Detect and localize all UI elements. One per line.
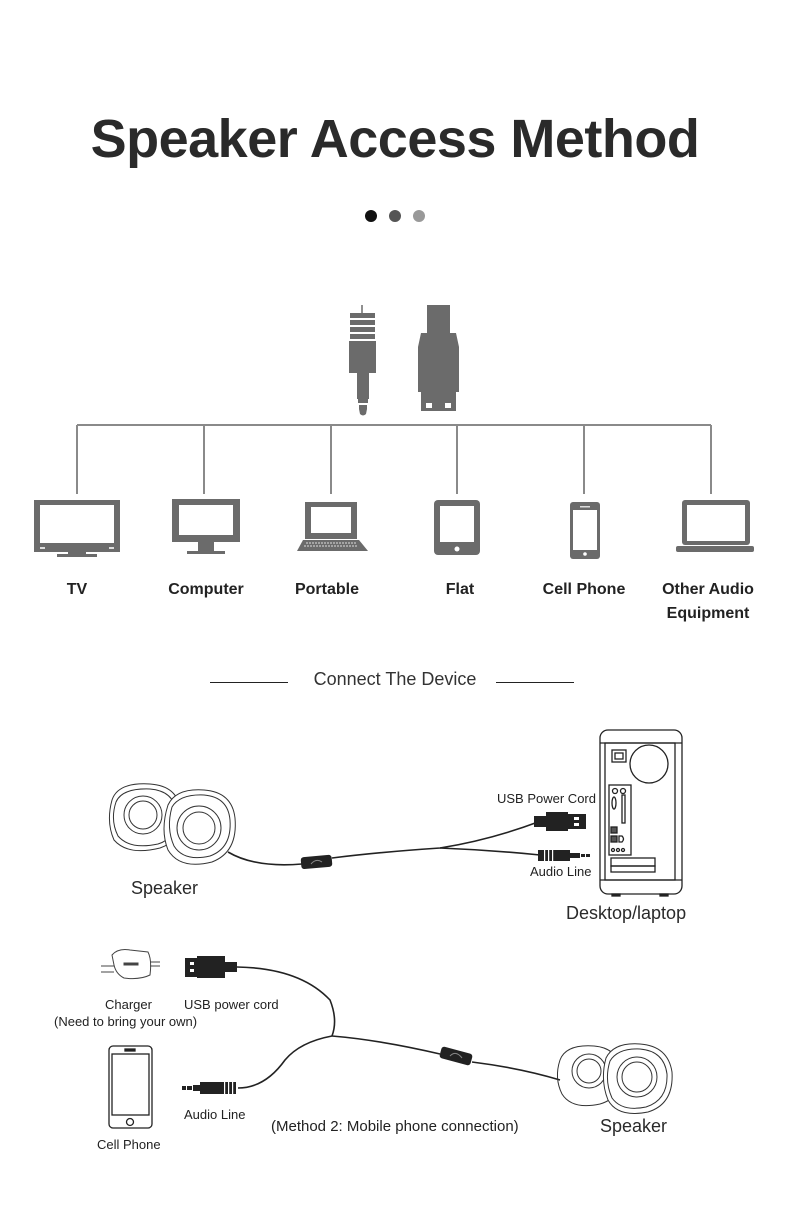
audio-line-label: Audio Line	[184, 1107, 246, 1122]
charger-label: Charger	[105, 997, 152, 1012]
audio-jack-icon	[349, 305, 376, 416]
device-label-cell-phone: Cell Phone	[542, 581, 626, 598]
speaker-illustration	[556, 1043, 673, 1114]
usb-plug-icon	[418, 305, 459, 411]
audio-jack-icon	[182, 1082, 236, 1094]
tv-icon	[34, 500, 120, 557]
device-label-flat: Flat	[445, 581, 475, 598]
heading-rule-left	[210, 682, 288, 683]
laptop-icon	[676, 500, 754, 552]
method2-caption: (Method 2: Mobile phone connection)	[271, 1118, 519, 1135]
cable-method2	[236, 966, 561, 1089]
cell-phone-label: Cell Phone	[97, 1137, 161, 1152]
heading-rule-right	[496, 682, 574, 683]
usb-plug-icon	[534, 812, 586, 831]
usb-power-cord-label: USB Power Cord	[497, 791, 596, 806]
audio-line-label: Audio Line	[530, 864, 592, 879]
device-label-portable: Portable	[294, 581, 359, 598]
usb-plug-icon	[185, 956, 237, 978]
speaker-illustration	[108, 783, 236, 865]
speaker-label: Speaker	[600, 1116, 668, 1136]
cell-phone-icon	[108, 1045, 153, 1129]
connection-tree	[76, 424, 712, 494]
charger-icon	[101, 949, 160, 980]
device-label-other-audio: Other Audio Equipment	[643, 578, 773, 626]
indicator-dot-3	[413, 210, 425, 222]
tablet-icon	[434, 500, 480, 555]
charger-note: (Need to bring your own)	[54, 1014, 198, 1029]
device-label-computer: Computer	[168, 581, 244, 598]
phone-icon	[570, 502, 600, 559]
device-label-line2: Equipment	[666, 605, 750, 622]
indicator-dot-1	[365, 210, 377, 222]
device-label-tv: TV	[66, 581, 88, 598]
desktop-tower-icon	[599, 729, 683, 897]
usb-power-cord-label: USB power cord	[184, 997, 279, 1012]
cable-method1	[227, 821, 541, 866]
indicator-dot-2	[389, 210, 401, 222]
monitor-icon	[172, 499, 240, 554]
page-title: Speaker Access Method	[90, 109, 700, 169]
audio-jack-icon	[538, 850, 590, 861]
laptop-icon	[297, 502, 368, 551]
section-heading: Connect The Device	[313, 669, 477, 689]
device-label-line1: Other Audio	[662, 581, 754, 598]
volume-controller	[439, 1046, 473, 1066]
volume-controller	[300, 854, 333, 870]
speaker-label: Speaker	[131, 878, 199, 898]
desktop-laptop-label: Desktop/laptop	[566, 903, 687, 923]
